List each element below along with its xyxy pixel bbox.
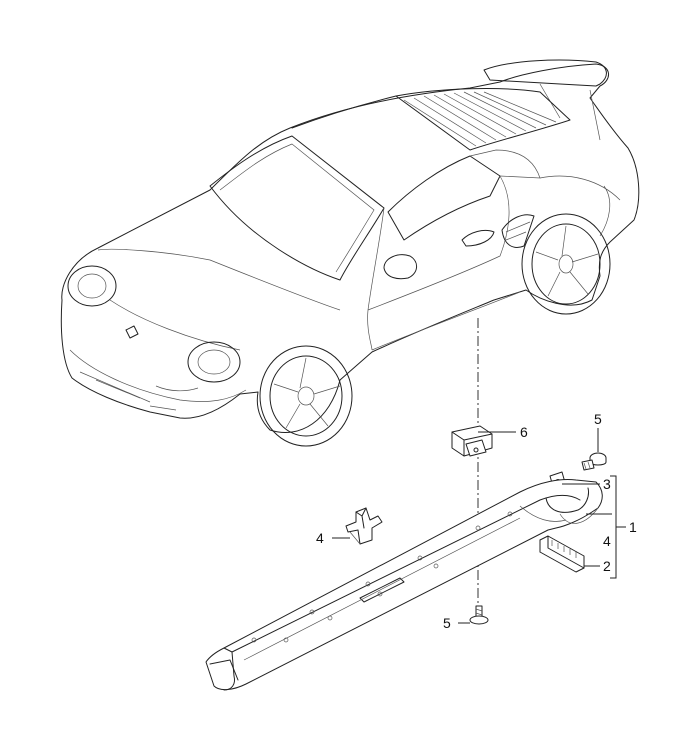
front-bumper — [69, 349, 247, 411]
car-body-outline — [60, 63, 640, 434]
side-window — [387, 155, 501, 241]
callout-6: 6 — [520, 424, 528, 440]
car-illustration — [60, 59, 640, 447]
callout-2: 2 — [603, 558, 611, 574]
headlight-left — [67, 265, 117, 307]
front-wheel — [259, 345, 353, 447]
jack-point-bracket — [451, 425, 493, 457]
headlight-right — [187, 341, 241, 383]
screw-top — [581, 452, 607, 471]
rear-quarter — [539, 175, 621, 237]
callout-labels: 6 5 3 1 4 2 4 5 — [316, 411, 637, 631]
rear-spoiler — [483, 59, 607, 87]
retaining-clip — [345, 507, 383, 545]
callout-3: 3 — [603, 476, 611, 492]
callout-4-group: 4 — [603, 533, 611, 549]
windshield — [209, 135, 385, 281]
group-bracket — [610, 475, 626, 579]
callout-5-bottom: 5 — [443, 615, 451, 631]
side-sill-panel — [205, 479, 603, 691]
screw-bottom — [469, 605, 489, 625]
door-handle — [461, 229, 495, 247]
callout-1: 1 — [629, 519, 637, 535]
hood-crest — [125, 325, 139, 339]
door — [367, 175, 510, 351]
side-air-intake — [501, 214, 535, 248]
rear-wheel — [521, 213, 611, 315]
sealing-strip — [539, 535, 585, 573]
side-mirror — [383, 254, 417, 280]
callout-5-top: 5 — [594, 411, 602, 427]
hood — [97, 248, 341, 351]
leader-lines — [332, 428, 626, 624]
rear-window-louvers — [395, 88, 571, 151]
callout-4-clip: 4 — [316, 530, 324, 546]
